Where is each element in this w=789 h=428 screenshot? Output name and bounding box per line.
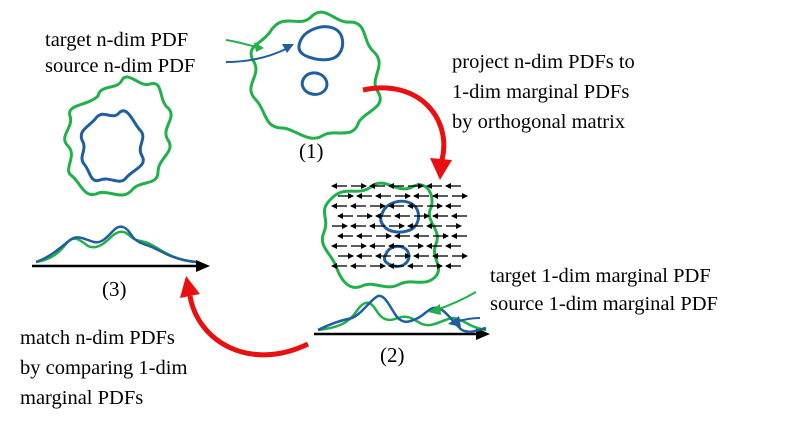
stage1-target-pointer-arrowhead — [254, 42, 264, 52]
curved-red-arrow-project — [362, 85, 447, 161]
stage1-source-label: source n-dim PDF — [45, 55, 195, 77]
arrow-2-to-3 — [180, 276, 310, 358]
step-project-line1: project n-dim PDFs to — [452, 51, 635, 73]
projection-arrow-field — [331, 183, 468, 269]
stage-2: target 1-dim marginal PDF source 1-dim m… — [314, 181, 718, 367]
stage3-source-marginal-curve — [35, 225, 197, 264]
stage-1: target n-dim PDF source n-dim PDF (1) — [45, 10, 382, 163]
stage3-number: (3) — [102, 277, 127, 301]
stage2-source-marginal-curve — [317, 294, 487, 333]
stage3-target-pdf-contour — [63, 75, 173, 197]
stage3-source-pdf-contour — [79, 109, 145, 183]
stage2-target-pointer-arrowhead — [428, 304, 441, 315]
step-project-line3: by orthogonal matrix — [452, 111, 625, 133]
step-match-line1: match n-dim PDFs — [20, 327, 175, 349]
stage2-source-label: source 1-dim marginal PDF — [490, 293, 718, 315]
stage1-number: (1) — [299, 139, 324, 163]
stage1-source-pdf-blob-lower — [300, 71, 329, 96]
stage3-axis-arrowhead — [196, 260, 210, 272]
stage2-target-label: target 1-dim marginal PDF — [490, 265, 711, 287]
stage2-target-pdf-contour — [321, 181, 441, 289]
curved-red-arrowhead-match — [180, 276, 200, 298]
stage2-target-pointer-arrow — [435, 291, 477, 311]
stage1-source-pdf-blob-upper — [297, 25, 345, 62]
stage1-target-pdf-contour — [249, 10, 382, 140]
step-project-line2: 1-dim marginal PDFs — [452, 81, 629, 103]
step-match-line3: marginal PDFs — [20, 387, 143, 409]
stage1-target-label: target n-dim PDF — [45, 29, 188, 51]
step-match-caption: match n-dim PDFs by comparing 1-dim marg… — [20, 327, 187, 409]
step-match-line2: by comparing 1-dim — [20, 357, 187, 379]
stage1-source-pointer-arrow — [225, 47, 289, 63]
stage2-source-pdf-blob-upper — [379, 199, 420, 234]
stage2-number: (2) — [380, 343, 405, 367]
stage1-source-pointer-arrowhead — [282, 44, 294, 53]
stage-3: (3) — [32, 75, 210, 301]
curved-red-arrowhead-project — [430, 158, 452, 180]
stage2-source-pointer-arrowhead — [448, 316, 461, 327]
step-project-caption: project n-dim PDFs to 1-dim marginal PDF… — [452, 51, 635, 133]
arrow-1-to-2 — [362, 85, 452, 180]
curved-red-arrow-match — [187, 295, 310, 358]
